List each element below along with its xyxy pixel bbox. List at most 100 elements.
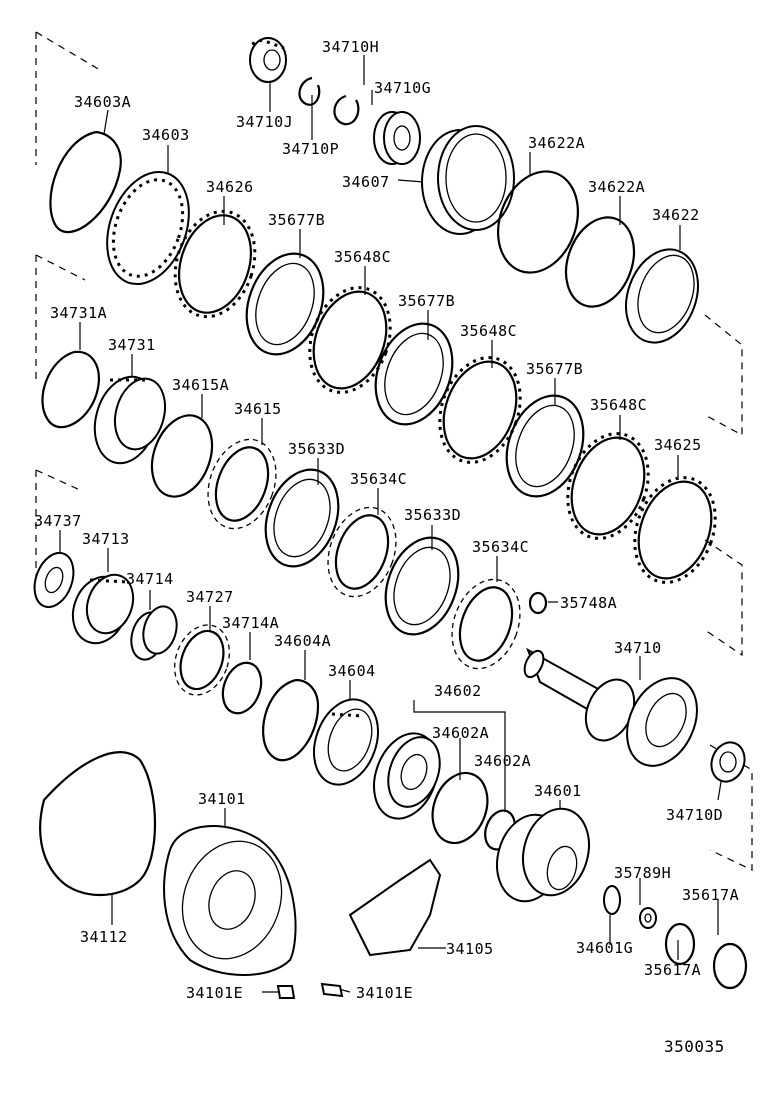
label-35648C-2: 35648C <box>460 322 517 340</box>
bolt-34101E-1 <box>276 985 296 999</box>
disc-35633D-1 <box>264 468 340 568</box>
label-34101E-1: 34101E <box>186 984 243 1002</box>
plate-35648C-1 <box>308 286 392 394</box>
label-34710H: 34710H <box>322 38 379 56</box>
label-35648C-3: 35648C <box>590 396 647 414</box>
label-34710J: 34710J <box>236 113 293 131</box>
snap-ring-34615A <box>150 414 214 498</box>
label-34622A-2: 34622A <box>588 178 645 196</box>
drum-34607 <box>421 125 515 235</box>
washer-35789H <box>639 907 657 929</box>
label-35648C-1: 35648C <box>334 248 391 266</box>
label-34714: 34714 <box>126 570 174 588</box>
label-35677B-3: 35677B <box>526 360 583 378</box>
label-34602A-1: 34602A <box>432 724 489 742</box>
part-labels: 34603A 34603 34710J 34710H 34710G 34710P… <box>34 38 739 1056</box>
disc-35677B-3 <box>505 394 585 498</box>
drum-34601 <box>496 807 590 903</box>
label-34737: 34737 <box>34 512 82 530</box>
o-ring-34622A-1 <box>497 170 579 274</box>
o-ring-34602A-1 <box>431 771 489 845</box>
label-35633D-1: 35633D <box>288 440 345 458</box>
label-35617A-1: 35617A <box>682 886 739 904</box>
washer-34737 <box>33 551 75 609</box>
plate-35648C-3 <box>566 432 650 540</box>
label-34602A-2: 34602A <box>474 752 531 770</box>
piston-34604 <box>313 698 379 786</box>
label-34622A-1: 34622A <box>528 134 585 152</box>
plate-34727 <box>173 624 231 696</box>
snap-ring-34604A <box>262 678 320 762</box>
label-34731A: 34731A <box>50 304 107 322</box>
bearing-34710G <box>373 111 421 165</box>
label-34626: 34626 <box>206 178 254 196</box>
label-35677B-2: 35677B <box>398 292 455 310</box>
label-35634C-2: 35634C <box>472 538 529 556</box>
label-34112: 34112 <box>80 928 128 946</box>
label-34603: 34603 <box>142 126 190 144</box>
label-34603A: 34603A <box>74 93 131 111</box>
disc-35633D-2 <box>384 536 460 636</box>
label-34604A: 34604A <box>274 632 331 650</box>
label-34101: 34101 <box>198 790 246 808</box>
label-34604: 34604 <box>328 662 376 680</box>
bracket-34105 <box>348 858 442 957</box>
label-34601: 34601 <box>534 782 582 800</box>
label-35617A-2: 35617A <box>644 961 701 979</box>
bolt-34101E-2 <box>320 982 344 998</box>
plate-35648C-2 <box>438 356 522 464</box>
label-34710D: 34710D <box>666 806 723 824</box>
plate-35634C-2 <box>451 578 521 670</box>
label-34625: 34625 <box>654 436 702 454</box>
label-34714A: 34714A <box>222 614 279 632</box>
input-shaft-34710 <box>523 647 698 767</box>
plate-34626 <box>173 209 257 319</box>
label-34710P: 34710P <box>282 140 339 158</box>
label-34731: 34731 <box>108 336 156 354</box>
hub-34731 <box>93 375 166 465</box>
bearing-34714 <box>130 605 178 661</box>
case-34101 <box>163 825 297 976</box>
label-35789H: 35789H <box>614 864 671 882</box>
plate-34615 <box>207 438 277 530</box>
label-34615: 34615 <box>234 400 282 418</box>
snap-ring-35748A <box>528 591 548 615</box>
one-way-clutch-34713 <box>71 573 135 645</box>
label-34622: 34622 <box>652 206 700 224</box>
reference-number: 350035 <box>664 1037 725 1056</box>
label-34727: 34727 <box>186 588 234 606</box>
label-34615A: 34615A <box>172 376 229 394</box>
label-34105: 34105 <box>446 940 494 958</box>
label-34607: 34607 <box>342 173 390 191</box>
piston-34622 <box>625 248 699 344</box>
disc-35677B-1 <box>245 252 325 356</box>
label-34710: 34710 <box>614 639 662 657</box>
label-35748A: 35748A <box>560 594 617 612</box>
ring-35617A-2 <box>712 942 748 990</box>
label-34601G: 34601G <box>576 939 633 957</box>
gasket-34112 <box>39 751 157 897</box>
snap-ring-34710P <box>298 76 321 106</box>
plate-35634C-1 <box>327 506 397 598</box>
disc-35677B-2 <box>374 322 454 426</box>
label-34602: 34602 <box>434 682 482 700</box>
label-35634C-1: 35634C <box>350 470 407 488</box>
spring-retainer-34603 <box>106 170 190 286</box>
retainer-34601G <box>603 885 621 915</box>
snap-ring-34603A <box>49 130 122 233</box>
label-35677B-1: 35677B <box>268 211 325 229</box>
snap-ring-34731A <box>41 350 100 429</box>
snap-ring-34714A <box>221 661 263 715</box>
label-34710G: 34710G <box>374 79 431 97</box>
label-34101E-2: 34101E <box>356 984 413 1002</box>
piston-34602 <box>373 732 441 820</box>
bushing-34710D <box>710 741 746 783</box>
plate-34625 <box>633 476 717 584</box>
label-34713: 34713 <box>82 530 130 548</box>
o-ring-34622A-2 <box>564 216 636 308</box>
ring-35617A-1 <box>664 922 696 966</box>
snap-ring-34710H <box>333 94 360 126</box>
gear-nut-34710J <box>249 37 287 83</box>
label-35633D-2: 35633D <box>404 506 461 524</box>
